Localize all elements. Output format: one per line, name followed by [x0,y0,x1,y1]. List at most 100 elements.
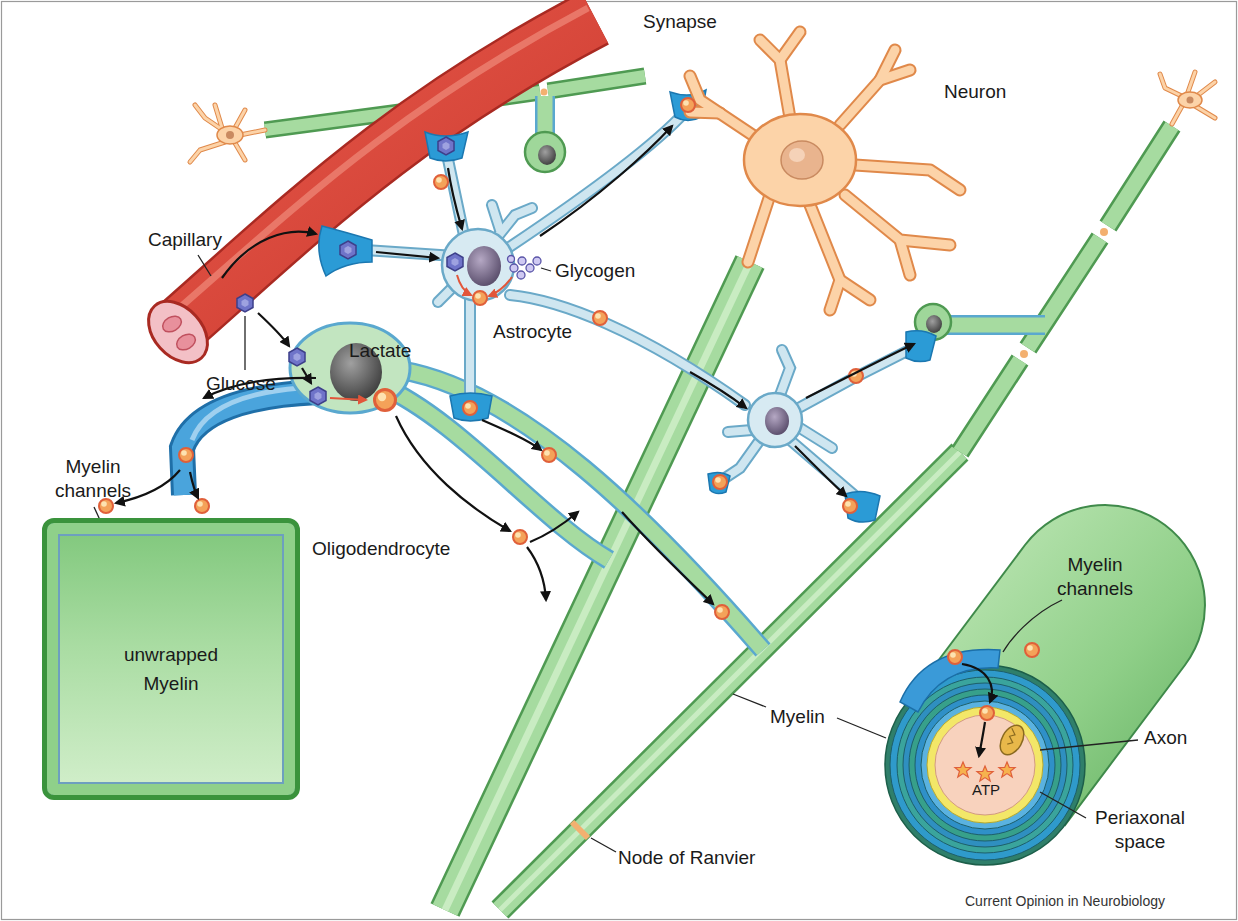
lactate-molecules-part [593,311,607,325]
credit-note: Current Opinion in Neurobiology [965,893,1165,911]
axon-cross-section-part [921,701,1049,829]
glucose-molecules-part [447,253,463,271]
glucose-molecules-part [237,294,253,312]
leader-lines-part [541,268,551,271]
glucose-molecules-part [438,137,454,155]
axon-cross-section-part [900,650,1000,712]
green-cells-part [525,132,565,172]
myelin-sheet: unwrapped Myelin [42,518,300,800]
glycogen-granules-part [533,257,541,265]
leader-lines-part [244,316,245,370]
node-label: Node of Ranvier [618,846,755,870]
myelinated-axons-part [1020,350,1028,358]
leader-lines-part [1040,740,1138,750]
lactate-molecules-part [463,401,477,415]
neurons-part [781,141,823,179]
glycogen-granules-part [517,271,525,279]
astrocyte-endfeet [319,90,936,522]
neurons-part [217,126,243,144]
axon-cross-section-part [909,689,1061,841]
astrocyte-endfeet-part [425,132,468,161]
capillary-vessel-part [168,8,588,318]
myelinated-axons-part [960,126,1172,452]
capillary-label: Capillary [148,228,222,252]
glucose-molecules-part [310,387,326,405]
astrocyte-bodies-part [765,407,789,435]
conversion-arrows [330,275,512,400]
flow-arrows-part [482,420,541,450]
flow-arrows-part [530,512,578,542]
astrocyte-endfeet-part [708,472,730,493]
synapse-label: Synapse [643,10,717,34]
lactate-label: Lactate [349,339,411,363]
astrocyte-bodies-part [442,229,514,301]
capillary-vessel-part [175,18,595,330]
myelinated-axons-part [541,89,548,96]
conversion-arrows-part [330,398,366,400]
lactate-molecules-part [948,650,962,664]
neuron-label: Neuron [944,80,1006,104]
myelinated-axons-part [1100,228,1108,236]
flow-arrows-part [540,126,672,236]
leader-lines-part [1003,600,1062,652]
myelin-label: Myelin [770,705,825,729]
lactate-molecules-part [713,475,727,489]
glycogen-label: Glycogen [555,259,635,283]
myelinated-axons-part [960,126,1172,452]
leader-lines-part [198,255,211,276]
neurons-part [1178,92,1202,108]
glucose-molecules [237,137,463,405]
glycogen-granules-part [526,264,534,272]
astrocyte-processes-part [365,112,925,500]
axon-cross-section-part [903,683,1067,847]
oligodendrocyte-processes-part [182,392,318,495]
capillary-vessel [137,8,595,374]
astrocyte-processes-part [365,112,925,500]
glycogen-granules [508,256,542,280]
oligodendrocyte-body [290,323,410,413]
axon-cross-section-part [999,762,1015,777]
lactate-molecules-part [542,448,556,462]
flow-arrows-part [376,252,438,258]
lactate-molecules-part [195,499,209,513]
glycogen-granules-part [510,264,518,272]
glucose-label: Glucose [206,372,276,396]
glycogen-granules-part [508,256,515,263]
astrocyte-endfeet-part [450,393,492,421]
flow-arrows-part [258,313,289,346]
lactate-molecules-part [1025,643,1039,657]
neurons-part [1160,72,1215,124]
flow-arrows-part [795,446,846,496]
lactate-molecules-part [715,605,729,619]
conversion-arrows-part [489,277,512,296]
lactate-molecules-part [375,390,396,411]
flow-arrows-part [302,368,311,383]
neurons-part [1187,97,1194,104]
sheet-label: unwrapped Myelin [111,641,231,698]
flow-arrows-part [222,232,316,278]
flow-arrows-part [190,472,198,498]
capillary-vessel-part [174,331,198,353]
flow-arrows-part [448,168,462,229]
axon-cross-section-part [977,766,993,781]
lactate-molecules-part [99,499,113,513]
leader-lines-part [733,694,766,707]
astrocyte-endfeet-part [319,226,372,276]
flow-arrows-part [527,547,546,600]
flow-arrows-part [962,664,992,702]
lactate-molecules-part [843,499,857,513]
neurons-part [789,148,805,162]
lactate-molecules-part [681,98,695,112]
oligodendrocyte-body-part [290,323,410,413]
lactate-molecules-part [980,706,994,720]
astrocyte-bodies-part [467,246,501,286]
flow-arrows-part [690,372,746,408]
lactate-molecules-part [179,448,193,462]
channel-label: Myelin channels [50,455,136,503]
oligodendrocyte-processes [182,96,1045,650]
myelinated-axons [265,76,1172,910]
axon-cross-section-part [927,707,1043,823]
green-cells-part [538,145,556,165]
leader-lines-part [837,718,886,738]
